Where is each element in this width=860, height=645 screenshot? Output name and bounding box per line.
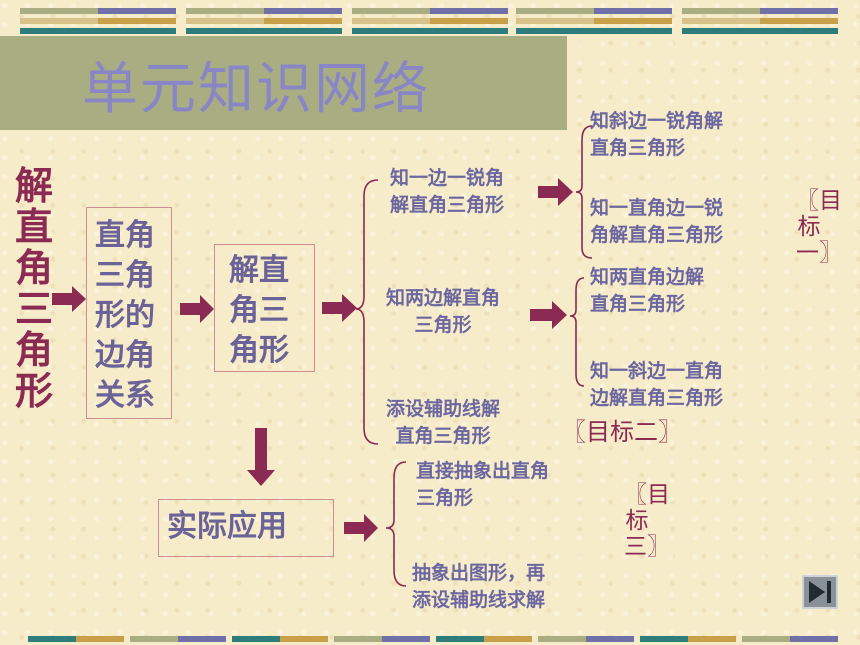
brace-apply — [385, 461, 407, 587]
solve-box-label: 解直角三角形 — [229, 253, 289, 368]
apply-line: 添设辅助线求解 — [412, 589, 546, 611]
leaf-line: 知斜边一锐角解 — [590, 110, 724, 132]
leaf-line: 知两直角边解 — [590, 266, 705, 288]
arrow-solve-to-branches — [322, 294, 357, 322]
target-three-label: 〖目标三〗 — [624, 482, 670, 560]
leaf-line: 知一斜边一直角 — [590, 360, 724, 382]
leaf-hypotenuse-leg: 知一斜边一直角 边解直角三角形 — [590, 358, 723, 412]
next-slide-icon — [809, 581, 831, 603]
arrow-branch1-to-leaves — [538, 178, 573, 206]
arrow-down-to-apply — [247, 428, 275, 486]
brace-branches — [355, 179, 379, 445]
branch-line: 知一边一锐角 — [390, 167, 505, 189]
leaf-line: 直角三角形 — [590, 137, 686, 159]
target-two-label: 〖目标二〗 — [562, 418, 682, 446]
flow-arrows — [52, 178, 573, 542]
branch-line: 直角三角形 — [395, 425, 491, 447]
arrow-branch2-to-leaves — [530, 301, 567, 329]
relation-box-label: 直角三角形的边角关系 — [95, 218, 155, 413]
brace-leaves-one — [575, 125, 593, 259]
leaf-line: 边解直角三角形 — [590, 387, 724, 409]
apply-item-direct: 直接抽象出直角 三角形 — [416, 458, 549, 512]
arrow-root-to-relation — [52, 286, 86, 312]
leaf-line: 直角三角形 — [590, 293, 686, 315]
leaf-leg-acute: 知一直角边一锐 角解直角三角形 — [590, 195, 723, 249]
brace-leaves-two — [569, 277, 585, 387]
target-one-label: 〖目标一〗 — [796, 188, 842, 266]
title-band — [0, 36, 567, 130]
branch-line: 添设辅助线解 — [386, 398, 501, 420]
branch-line: 三角形 — [414, 314, 472, 336]
leaf-two-legs: 知两直角边解 直角三角形 — [590, 264, 704, 318]
leaf-hypotenuse-acute: 知斜边一锐角解 直角三角形 — [590, 108, 723, 162]
apply-box: 实际应用 — [158, 499, 334, 557]
relation-box: 直角三角形的边角关系 — [86, 207, 172, 419]
apply-box-label: 实际应用 — [167, 509, 287, 544]
apply-line: 直接抽象出直角 — [416, 460, 550, 482]
next-slide-button[interactable] — [802, 575, 838, 609]
solve-box: 解直角三角形 — [214, 244, 315, 372]
arrow-apply-to-items — [344, 514, 378, 542]
arrow-relation-to-solve — [180, 295, 214, 323]
root-label: 解直角三角形 — [14, 164, 53, 413]
branch-auxiliary: 添设辅助线解 直角三角形 — [386, 396, 500, 450]
branch-two-sides: 知两边解直角 三角形 — [386, 285, 500, 339]
leaf-line: 知一直角边一锐 — [590, 197, 724, 219]
apply-line: 三角形 — [416, 487, 474, 509]
branch-one-side-one-angle: 知一边一锐角 解直角三角形 — [390, 165, 504, 219]
leaf-line: 角解直角三角形 — [590, 224, 724, 246]
apply-line: 抽象出图形，再 — [412, 562, 546, 584]
branch-line: 解直角三角形 — [390, 194, 505, 216]
page-title: 单元知识网络 — [82, 57, 430, 122]
branch-line: 知两边解直角 — [386, 287, 501, 309]
apply-item-figure: 抽象出图形，再 添设辅助线求解 — [412, 560, 545, 614]
